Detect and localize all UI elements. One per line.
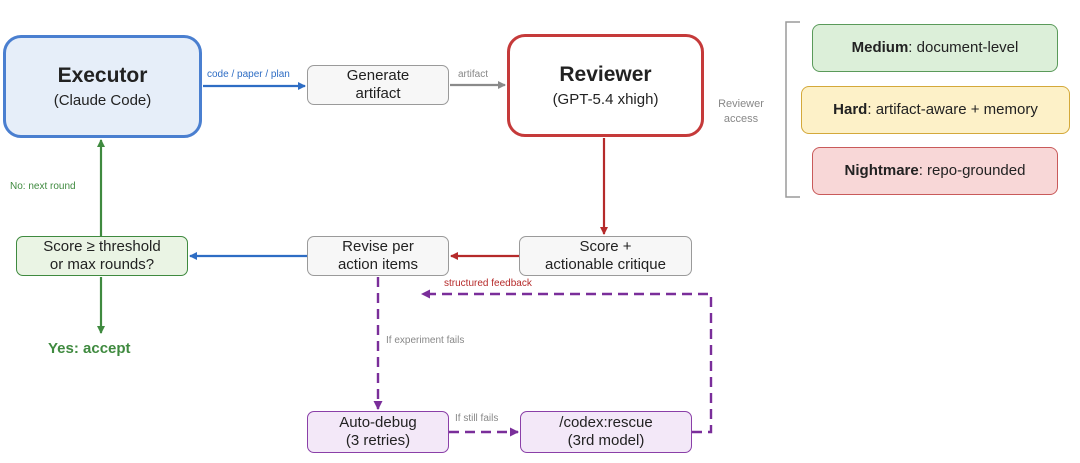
arrow-rescue-to-revise — [421, 289, 713, 434]
autodebug-line2: (3 retries) — [345, 432, 411, 449]
reviewer-title: Reviewer — [559, 62, 652, 86]
reviewer-access-line1: Reviewer — [718, 98, 764, 110]
tier-nightmare-text: Nightmare: repo-grounded — [845, 162, 1026, 180]
decision-line1: Score ≥ threshold — [43, 238, 161, 255]
reviewer-node: Reviewer (GPT-5.4 xhigh) — [507, 34, 704, 137]
tier-hard: Hard: artifact-aware + memory — [801, 86, 1070, 134]
rescue-node: /codex:rescue (3rd model) — [520, 411, 692, 453]
tier-medium: Medium: document-level — [812, 24, 1058, 72]
score-line1: Score + — [579, 238, 632, 255]
label-structured-feedback: structured feedback — [444, 278, 532, 289]
executor-title: Executor — [57, 63, 148, 87]
revise-line2: action items — [337, 256, 419, 273]
reviewer-access-label: Reviewer access — [716, 97, 766, 128]
autodebug-line1: Auto-debug — [339, 414, 417, 431]
tier-nightmare-desc: : repo-grounded — [918, 162, 1026, 179]
label-if-experiment-fails: If experiment fails — [386, 335, 465, 346]
generate-line2: artifact — [355, 85, 401, 102]
label-artifact: artifact — [458, 69, 489, 80]
reviewer-access-line2: access — [723, 113, 759, 126]
tier-nightmare: Nightmare: repo-grounded — [812, 147, 1058, 195]
tier-medium-text: Medium: document-level — [852, 39, 1019, 57]
label-code-paper-plan: code / paper / plan — [207, 69, 290, 80]
autodebug-node: Auto-debug (3 retries) — [307, 411, 449, 453]
reviewer-access-bracket — [785, 21, 800, 198]
label-no-next-round: No: next round — [10, 181, 76, 192]
decision-line2: or max rounds? — [49, 256, 155, 273]
decision-node: Score ≥ threshold or max rounds? — [16, 236, 188, 276]
tier-hard-text: Hard: artifact-aware + memory — [833, 101, 1038, 119]
tier-hard-desc: : artifact-aware + memory — [867, 101, 1038, 118]
tier-hard-level: Hard — [833, 101, 868, 118]
score-critique-node: Score + actionable critique — [519, 236, 692, 276]
tier-medium-desc: : document-level — [908, 39, 1019, 56]
executor-subtitle: (Claude Code) — [53, 92, 152, 110]
generate-artifact-node: Generate artifact — [307, 65, 449, 105]
label-yes-accept: Yes: accept — [48, 340, 131, 357]
revise-node: Revise per action items — [307, 236, 449, 276]
generate-line1: Generate — [346, 67, 410, 84]
score-line2: actionable critique — [545, 256, 666, 273]
rescue-line2: (3rd model) — [567, 432, 645, 449]
revise-line1: Revise per — [342, 238, 414, 255]
tier-nightmare-level: Nightmare — [844, 162, 919, 179]
executor-node: Executor (Claude Code) — [3, 35, 202, 138]
rescue-line1: /codex:rescue — [559, 414, 653, 431]
reviewer-subtitle: (GPT-5.4 xhigh) — [552, 91, 659, 109]
tier-medium-level: Medium — [851, 39, 909, 56]
label-if-still-fails: If still fails — [455, 413, 499, 424]
